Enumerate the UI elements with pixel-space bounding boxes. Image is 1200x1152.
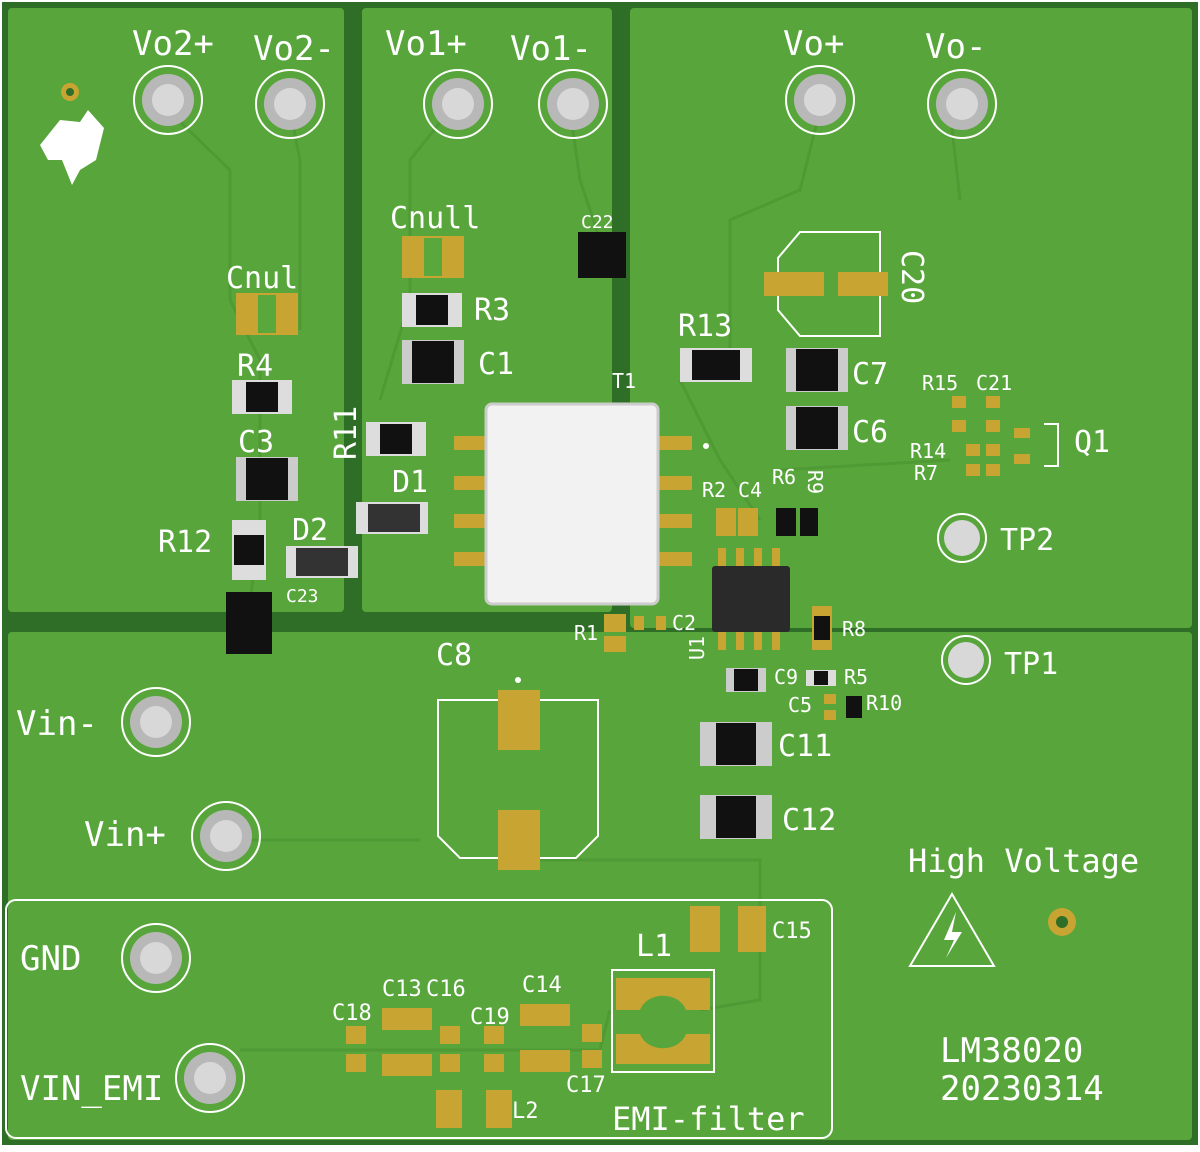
terminal-gnd: [121, 923, 191, 993]
high-voltage-warning-icon: [908, 892, 996, 967]
label-c1: C1: [478, 347, 514, 382]
label-c6: C6: [852, 415, 888, 450]
label-vo2-plus: Vo2+: [132, 24, 214, 64]
label-tp1: TP1: [1004, 647, 1058, 682]
board-title: LM38020: [940, 1031, 1083, 1071]
label-r9: R9: [803, 470, 827, 494]
label-c11: C11: [778, 729, 832, 764]
label-r15: R15: [922, 371, 958, 395]
label-r8: R8: [842, 617, 866, 641]
label-c3: C3: [238, 425, 274, 460]
label-l1: L1: [636, 929, 672, 964]
label-c5: C5: [788, 693, 812, 717]
terminal-vin-plus: [191, 801, 261, 871]
label-t1: T1: [612, 369, 636, 393]
label-c16: C16: [426, 977, 466, 1002]
label-c23: C23: [286, 586, 319, 607]
ti-logo-icon: [40, 110, 104, 185]
terminal-vo-plus: [785, 65, 855, 135]
label-c8: C8: [436, 638, 472, 673]
label-vo1-minus: Vo1-: [510, 29, 592, 69]
label-l2: L2: [512, 1099, 539, 1124]
transformer-t1: [454, 402, 692, 606]
label-c19: C19: [470, 1005, 510, 1030]
label-q1: Q1: [1074, 425, 1110, 460]
label-c17: C17: [566, 1073, 606, 1098]
terminal-vo2-plus: [133, 65, 203, 135]
label-c2: C2: [672, 611, 696, 635]
label-vo1-plus: Vo1+: [385, 24, 467, 64]
label-d1: D1: [392, 465, 428, 500]
label-r2: R2: [702, 478, 726, 502]
terminal-vin-emi: [175, 1043, 245, 1113]
label-c12: C12: [782, 803, 836, 838]
label-cnul: Cnul: [226, 261, 298, 296]
test-point-tp1: [941, 635, 991, 685]
label-c15: C15: [772, 919, 812, 944]
label-high-voltage: High Voltage: [908, 842, 1139, 880]
terminal-vo-minus: [927, 69, 997, 139]
label-c9: C9: [774, 665, 798, 689]
label-r12: R12: [158, 525, 212, 560]
terminal-vo2-minus: [255, 69, 325, 139]
capacitor-c20: [764, 231, 888, 337]
label-vo-plus: Vo+: [783, 24, 844, 64]
label-c21: C21: [976, 371, 1012, 395]
terminal-vo1-plus: [423, 69, 493, 139]
label-gnd: GND: [20, 939, 81, 979]
test-point-tp2: [937, 513, 987, 563]
emi-filter-outline: [5, 899, 833, 1139]
label-r1: R1: [574, 621, 598, 645]
label-r7: R7: [914, 461, 938, 485]
label-r6: R6: [772, 465, 796, 489]
label-r13: R13: [678, 309, 732, 344]
label-c14: C14: [522, 973, 562, 998]
label-c13: C13: [382, 977, 422, 1002]
label-u1: U1: [685, 636, 709, 660]
label-cnull: Cnull: [390, 201, 480, 236]
terminal-vin-minus: [121, 687, 191, 757]
label-r11: R11: [329, 406, 364, 460]
label-c22: C22: [581, 212, 614, 233]
inductor-l1: [611, 969, 715, 1073]
label-c7: C7: [852, 357, 888, 392]
q1-cluster: [952, 396, 1059, 476]
label-vo2-minus: Vo2-: [253, 29, 335, 69]
label-vin-plus: Vin+: [84, 815, 166, 855]
label-d2: D2: [292, 513, 328, 548]
label-r3: R3: [474, 293, 510, 328]
label-c4: C4: [738, 478, 762, 502]
label-vin-minus: Vin-: [16, 704, 98, 744]
capacitor-c8: [437, 677, 599, 870]
label-r14: R14: [910, 439, 946, 463]
ic-u1: [712, 548, 790, 650]
label-emi-filter: EMI-filter: [612, 1100, 805, 1138]
label-r4: R4: [237, 349, 273, 384]
terminal-vo1-minus: [538, 69, 608, 139]
label-c20: C20: [894, 250, 929, 304]
label-r5: R5: [844, 665, 868, 689]
label-r10: R10: [866, 691, 902, 715]
label-c18: C18: [332, 1001, 372, 1026]
label-tp2: TP2: [1000, 523, 1054, 558]
label-vo-minus: Vo-: [925, 27, 986, 67]
label-vin-emi: VIN_EMI: [20, 1069, 163, 1109]
board-date: 20230314: [940, 1069, 1104, 1109]
